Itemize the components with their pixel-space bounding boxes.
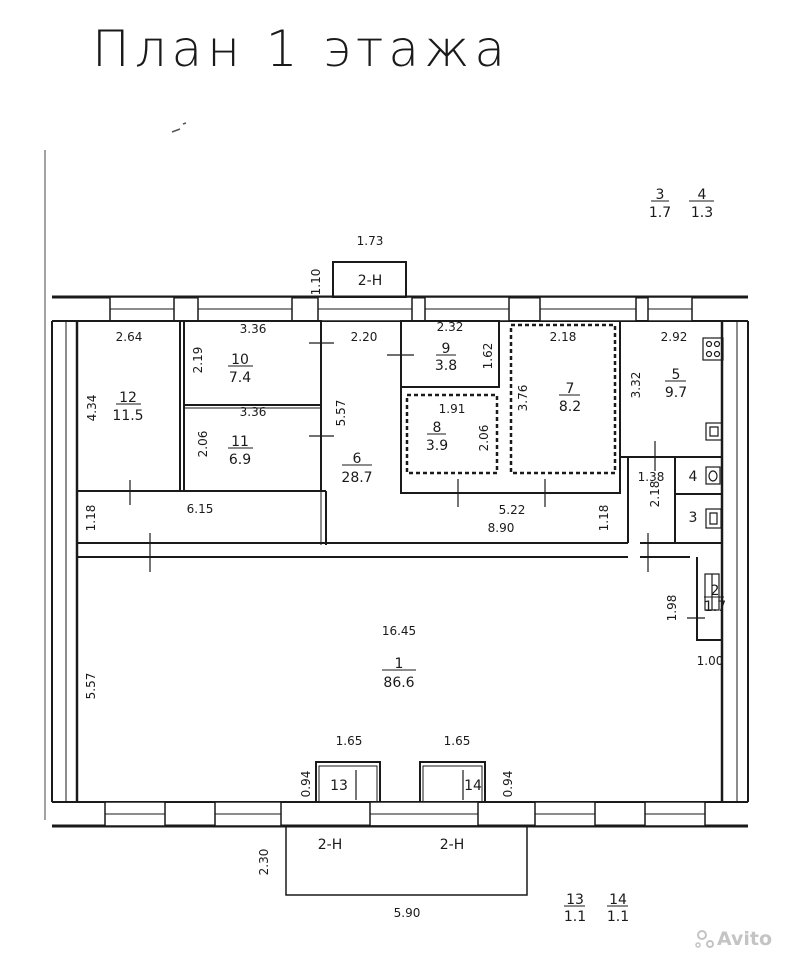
dimension-labels: 1.73 1.10 2.64 3.36 2.20 2.32 2.18 2.92 …: [84, 234, 723, 920]
dashed-partitions: [405, 323, 617, 475]
dim-hall-depth: 2.18: [648, 481, 662, 508]
legend-13-number: 13: [566, 892, 584, 908]
room-9-area: 3.8: [435, 358, 457, 374]
toilet-icon: [705, 466, 721, 485]
dim-room5-depth: 3.32: [629, 372, 643, 399]
room-10-number: 10: [231, 352, 249, 368]
dim-room6-top: 2.20: [351, 330, 378, 344]
dim-hall-width: 1.38: [638, 470, 665, 484]
room-10-area: 7.4: [229, 370, 251, 386]
plan-title: План 1 этажа: [92, 20, 510, 78]
dim-porch-depth: 1.10: [309, 269, 323, 296]
dim-corridor-depth-right: 1.18: [597, 505, 611, 532]
dim-room8-depth: 2.06: [477, 425, 491, 452]
dim-room9-width: 2.32: [437, 320, 464, 334]
dim-room11-width: 3.36: [240, 405, 267, 419]
entrance-label-bottom-left: 2-Н: [318, 837, 343, 853]
dim-room14-depth: 0.94: [501, 771, 515, 798]
room-6-area: 28.7: [341, 470, 372, 486]
room-7-number: 7: [566, 381, 575, 397]
legend-13-area: 1.1: [564, 909, 586, 925]
entrance-labels: 2-Н 2-Н 2-Н: [318, 273, 465, 853]
room-1-area: 86.6: [383, 675, 414, 691]
dim-room13-width: 1.65: [336, 734, 363, 748]
dim-room11-depth: 2.06: [196, 431, 210, 458]
watermark-text: Avito: [717, 928, 772, 950]
scan-speck: [171, 122, 187, 133]
entrance-label-bottom-right: 2-Н: [440, 837, 465, 853]
room-13-number: 13: [330, 778, 348, 794]
room-11-area: 6.9: [229, 452, 251, 468]
room-fraction-lines: [116, 200, 724, 907]
room-11-number: 11: [231, 434, 249, 450]
room-8-area: 3.9: [426, 438, 448, 454]
room-8-number: 8: [433, 420, 442, 436]
dim-room7-depth: 3.76: [516, 385, 530, 412]
watermark: Avito: [695, 928, 772, 950]
dim-room10-depth: 2.19: [191, 347, 205, 374]
dim-corridor-depth-left: 1.18: [84, 505, 98, 532]
dim-room12-depth: 4.34: [85, 395, 99, 422]
dim-corridor-mid: 5.22: [499, 503, 526, 517]
dim-room10-width: 3.36: [240, 322, 267, 336]
room-labels: 12 11.5 10 7.4 11 6.9 6 28.7 9 3.8 8 3.9…: [112, 341, 726, 794]
room-5-number: 5: [672, 367, 681, 383]
room-14-number: 14: [464, 778, 482, 794]
dim-corridor-left: 6.15: [187, 502, 214, 516]
room-7-area: 8.2: [559, 399, 581, 415]
room-5-area: 9.7: [665, 385, 687, 401]
room-6-number: 6: [353, 451, 362, 467]
entrance-label-top: 2-Н: [358, 273, 383, 289]
dim-room6-depth: 5.57: [334, 400, 348, 427]
legend-3-area: 1.7: [649, 205, 671, 221]
room-3-number: 3: [689, 510, 698, 526]
sink-icon: [705, 422, 723, 441]
area-legend: 3 1.7 4 1.3 13 1.1 14 1.1: [564, 187, 713, 925]
top-porch: [332, 261, 407, 298]
dim-room14-width: 1.65: [444, 734, 471, 748]
dim-room7-width: 2.18: [550, 330, 577, 344]
dim-room8-width: 1.91: [439, 402, 466, 416]
interior-walls: [76, 320, 723, 802]
utility-box-icon: [704, 573, 720, 611]
dim-porch-bottom-width: 5.90: [394, 906, 421, 920]
room-9-number: 9: [442, 341, 451, 357]
door-marks: [129, 342, 705, 800]
dim-corridor-total: 8.90: [488, 521, 515, 535]
room-1-number: 1: [395, 656, 404, 672]
room-4-number: 4: [689, 469, 698, 485]
dim-porch-width: 1.73: [357, 234, 384, 248]
bottom-porch: [282, 825, 531, 896]
room-2-number: 2: [711, 583, 720, 599]
legend-14-number: 14: [609, 892, 627, 908]
dim-room9-depth: 1.62: [481, 343, 495, 370]
washbasin-icon: [705, 508, 722, 529]
room-2-area: 1.7: [704, 599, 726, 615]
room-12-area: 11.5: [112, 408, 143, 424]
dim-porch-bottom-depth: 2.30: [257, 849, 271, 876]
legend-4-area: 1.3: [691, 205, 713, 221]
dim-room13-depth: 0.94: [299, 771, 313, 798]
dim-room2-depth: 1.98: [665, 595, 679, 622]
dim-room1-width: 16.45: [382, 624, 416, 638]
room-12-number: 12: [119, 390, 137, 406]
dim-room5-width: 2.92: [661, 330, 688, 344]
legend-14-area: 1.1: [607, 909, 629, 925]
stove-icon: [702, 337, 724, 361]
dim-room2-width: 1.00: [697, 654, 724, 668]
dim-room1-depth: 5.57: [84, 673, 98, 700]
dim-room12-width: 2.64: [116, 330, 143, 344]
legend-3-number: 3: [656, 187, 665, 203]
legend-4-number: 4: [698, 187, 707, 203]
